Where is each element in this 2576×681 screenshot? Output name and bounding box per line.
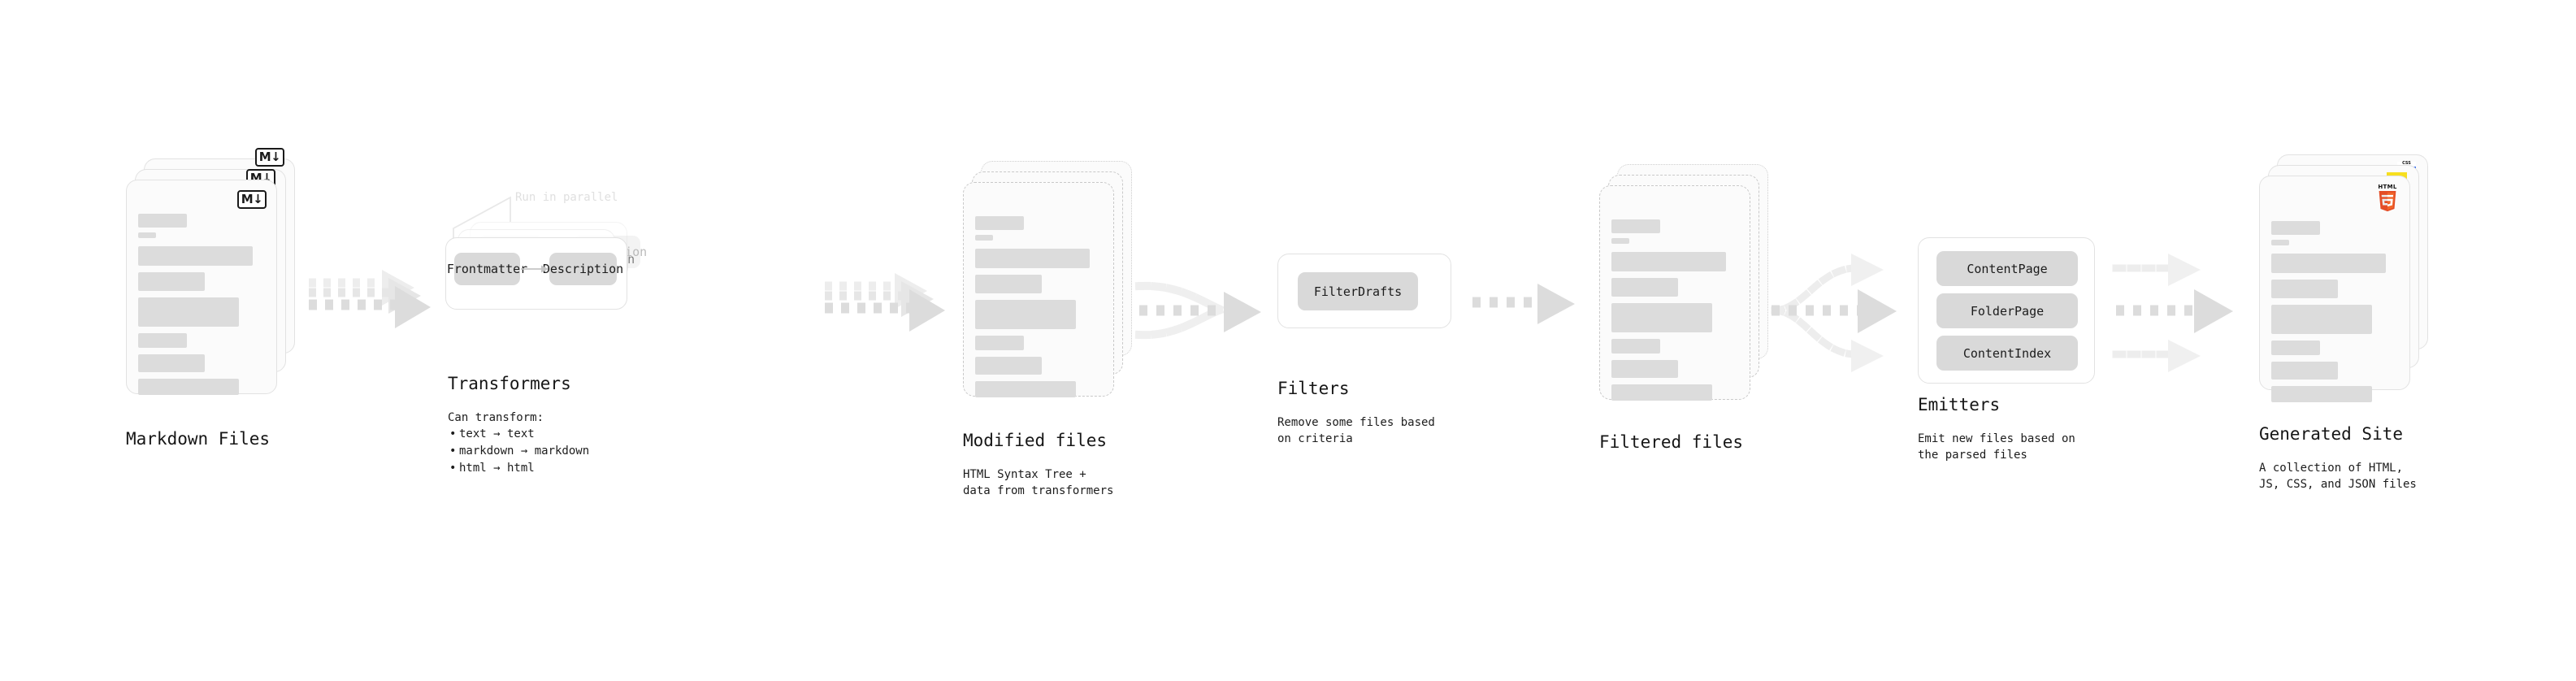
skeleton-bar: [975, 235, 993, 241]
transformer-row-front: Frontmatter Description: [447, 253, 623, 285]
document-skeleton: [1611, 219, 1738, 401]
chip-contentpage[interactable]: ContentPage: [1936, 251, 2078, 286]
filtered-file-stack: [1599, 164, 1768, 401]
css-icon-label: CSS: [2402, 161, 2411, 166]
site-card-front-html: HTML: [2259, 176, 2410, 402]
skeleton-bar: [138, 246, 253, 266]
stage-transformers: Run in parallel Frontmatter Description …: [445, 191, 647, 310]
markdown-icon: M↓: [255, 148, 284, 167]
generated-file-stack: CSS HTML: [2259, 154, 2428, 402]
description-line: on criteria: [1277, 432, 1353, 446]
modified-files-description: HTML Syntax Tree + data from transformer…: [963, 466, 1113, 500]
transformer-panel-stack: Frontmatter Description Frontmatter Desc…: [445, 222, 647, 310]
stage-emitters-box: ContentPage FolderPage ContentIndex: [1918, 237, 2095, 384]
stage-filtered-files: [1599, 164, 1768, 401]
label-markdown-files: Markdown Files: [126, 429, 271, 449]
modified-file-stack: [963, 161, 1132, 397]
skeleton-bar: [975, 275, 1042, 293]
skeleton-bar: [2271, 386, 2372, 402]
stage-generated-site: CSS HTML: [2259, 154, 2428, 402]
markdown-icon: M↓: [237, 190, 267, 209]
arrow-filtered-to-emitters: [1771, 254, 1897, 372]
stage-modified-files: [963, 161, 1132, 397]
html5-icon-label: HTML: [2378, 184, 2397, 190]
skeleton-bar: [975, 357, 1042, 375]
skeleton-bar: [2271, 340, 2320, 355]
arrow-filters-to-filtered: [1472, 284, 1575, 324]
skeleton-bar: [2271, 362, 2338, 380]
label-filters: Filters: [1277, 379, 1350, 398]
skeleton-bar: [2271, 221, 2320, 235]
chip-contentindex[interactable]: ContentIndex: [1936, 336, 2078, 371]
skeleton-bar: [138, 379, 239, 395]
skeleton-bar: [1611, 303, 1712, 332]
description-line: A collection of HTML,: [2259, 462, 2404, 475]
description-line: JS, CSS, and JSON files: [2259, 478, 2417, 492]
skeleton-bar: [138, 214, 187, 228]
list-item: html → html: [448, 460, 589, 477]
document-skeleton: [138, 214, 265, 395]
skeleton-bar: [138, 333, 187, 348]
stage-filters-box: FilterDrafts: [1277, 254, 1451, 328]
html5-icon: HTML: [2375, 184, 2400, 212]
skeleton-bar: [138, 272, 205, 291]
skeleton-bar: [1611, 219, 1660, 233]
arrow-emitters-to-site: [2112, 254, 2233, 372]
skeleton-bar: [975, 216, 1024, 230]
arrow-modified-to-filters: [1134, 281, 1261, 340]
markdown-file-stack: M↓ M↓ M↓: [126, 148, 295, 395]
list-item: markdown → markdown: [448, 443, 589, 460]
markdown-card-front: M↓: [126, 180, 277, 395]
label-filtered-files: Filtered files: [1599, 432, 1744, 452]
skeleton-bar: [2271, 240, 2289, 245]
skeleton-bar: [138, 297, 239, 327]
transformers-description: Can transform: text → text markdown → ma…: [448, 410, 589, 476]
html5-shield-icon: [2379, 191, 2396, 212]
emitters-description: Emit new files based on the parsed files: [1918, 431, 2075, 464]
chip-frontmatter[interactable]: Frontmatter: [447, 253, 527, 285]
filters-description: Remove some files based on criteria: [1277, 414, 1435, 448]
skeleton-bar: [1611, 238, 1629, 244]
description-line: data from transformers: [963, 484, 1114, 498]
chip-filterdrafts[interactable]: FilterDrafts: [1298, 272, 1418, 310]
skeleton-bar: [1611, 360, 1678, 378]
can-transform-lead: Can transform:: [448, 411, 544, 424]
arrow-transformers-to-modified: [825, 273, 945, 332]
list-item: text → text: [448, 426, 589, 443]
label-generated-site: Generated Site: [2259, 424, 2404, 444]
stage-markdown-files: M↓ M↓ M↓: [126, 148, 295, 395]
generated-site-description: A collection of HTML, JS, CSS, and JSON …: [2259, 460, 2417, 493]
label-transformers: Transformers: [448, 374, 571, 393]
skeleton-bar: [975, 249, 1090, 268]
modified-card-front: [963, 182, 1114, 397]
transform-arrow-icon: [521, 265, 549, 273]
description-line: HTML Syntax Tree +: [963, 468, 1086, 481]
skeleton-bar: [138, 232, 156, 238]
skeleton-bar: [2271, 305, 2372, 334]
skeleton-bar: [1611, 339, 1660, 354]
skeleton-bar: [2271, 254, 2386, 273]
skeleton-bar: [975, 300, 1076, 329]
chip-folderpage[interactable]: FolderPage: [1936, 293, 2078, 328]
skeleton-bar: [2271, 280, 2338, 298]
document-skeleton: [975, 216, 1102, 397]
label-modified-files: Modified files: [963, 431, 1108, 450]
skeleton-bar: [1611, 384, 1712, 401]
skeleton-bar: [1611, 252, 1726, 271]
skeleton-bar: [975, 336, 1024, 350]
label-emitters: Emitters: [1918, 395, 2001, 414]
filtered-card-front: [1599, 185, 1750, 401]
skeleton-bar: [1611, 278, 1678, 297]
document-skeleton: [2271, 221, 2398, 402]
skeleton-bar: [138, 354, 205, 372]
run-in-parallel-note: Run in parallel: [515, 191, 618, 204]
arrow-markdown-to-transformers: [309, 270, 431, 328]
skeleton-bar: [975, 381, 1076, 397]
description-line: Remove some files based: [1277, 416, 1435, 429]
description-line: the parsed files: [1918, 449, 2027, 462]
description-line: Emit new files based on: [1918, 432, 2075, 445]
chip-description[interactable]: Description: [543, 253, 623, 285]
transform-capability-list: text → text markdown → markdown html → h…: [448, 426, 589, 476]
parallel-leader-line: [453, 196, 511, 245]
